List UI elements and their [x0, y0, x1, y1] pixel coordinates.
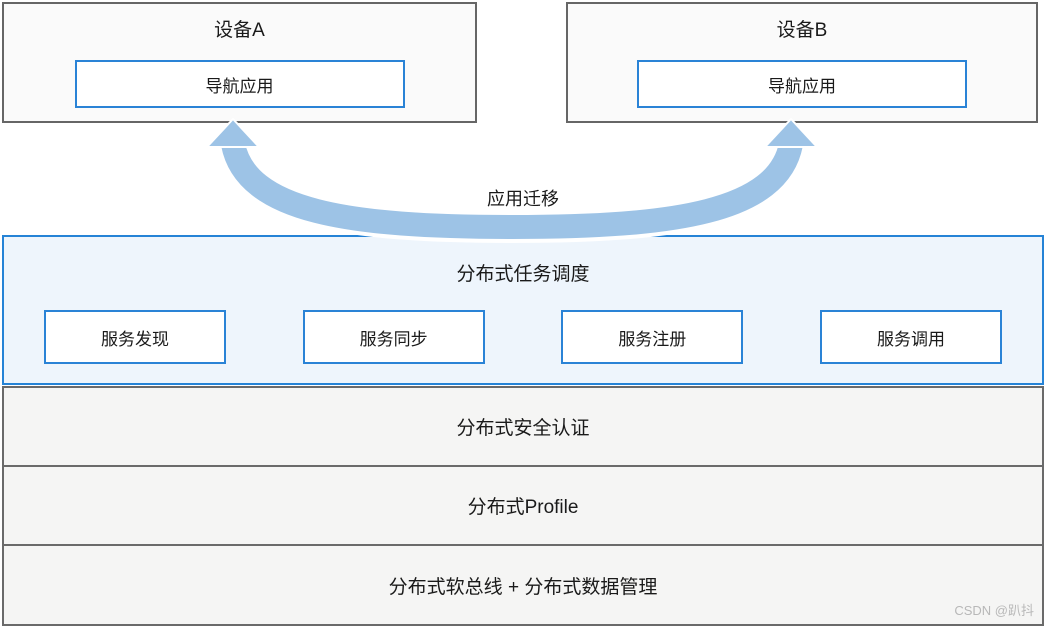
device-b-title: 设备B	[776, 20, 828, 41]
service-discovery-box: 服务发现	[44, 310, 226, 364]
service-invocation-box: 服务调用	[819, 310, 1002, 364]
device-a-navigation-app-box: 导航应用	[74, 60, 405, 108]
service-box-row: 服务发现 服务同步 服务注册 服务调用	[4, 310, 1042, 364]
distributed-task-scheduling-panel: 分布式任务调度 服务发现 服务同步 服务注册 服务调用	[2, 235, 1044, 385]
layer-softbus-data-management: 分布式软总线 + 分布式数据管理	[2, 544, 1044, 626]
arrowhead-left-icon	[204, 117, 262, 148]
service-sync-label: 服务同步	[359, 329, 428, 349]
device-a-app-label: 导航应用	[205, 76, 274, 96]
device-b-app-label: 导航应用	[768, 76, 836, 96]
device-b-navigation-app-box: 导航应用	[637, 60, 967, 108]
device-a-box: 设备A 导航应用	[2, 2, 477, 123]
device-a-title: 设备A	[214, 20, 265, 41]
device-b-box: 设备B 导航应用	[566, 2, 1038, 123]
layer-security-auth-label: 分布式安全认证	[456, 418, 590, 439]
scheduler-title: 分布式任务调度	[456, 264, 590, 285]
service-registration-label: 服务注册	[618, 329, 687, 349]
arrowhead-right-icon	[762, 117, 820, 148]
layer-softbus-data-management-label: 分布式软总线 + 分布式数据管理	[388, 576, 658, 598]
service-invocation-label: 服务调用	[876, 329, 945, 349]
layer-security-auth: 分布式安全认证	[2, 386, 1044, 467]
service-registration-box: 服务注册	[561, 310, 744, 364]
watermark-text: CSDN @趴抖	[954, 603, 1034, 618]
service-sync-box: 服务同步	[302, 310, 485, 364]
layer-distributed-profile-label: 分布式Profile	[467, 497, 579, 518]
migration-label: 应用迁移	[487, 189, 559, 209]
service-discovery-label: 服务发现	[101, 329, 169, 349]
layer-distributed-profile: 分布式Profile	[2, 465, 1044, 546]
